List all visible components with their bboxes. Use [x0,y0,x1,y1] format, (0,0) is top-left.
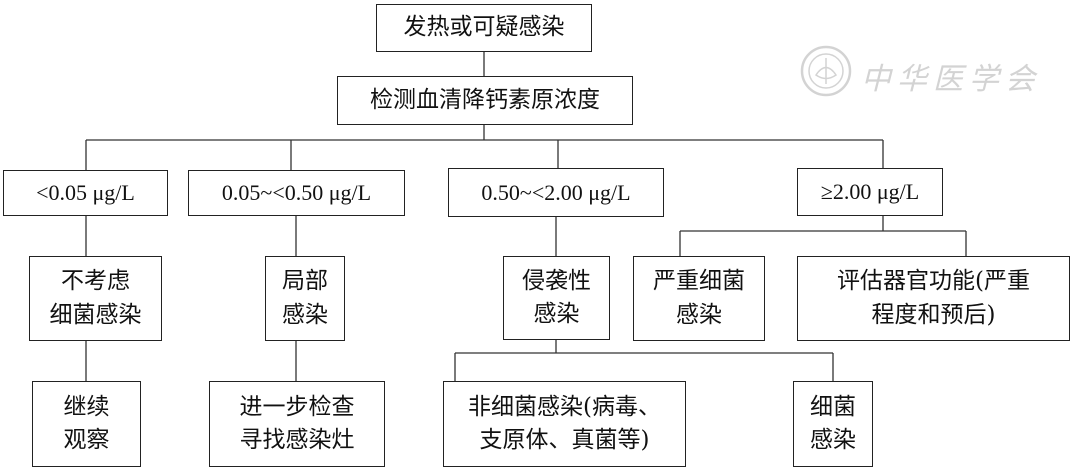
local-infection-node: 局部 感染 [265,256,345,341]
range-node-mid-high: 0.50~<2.00 μg/L [448,168,664,217]
continue-observe-node: 继续 观察 [32,381,141,467]
association-seal-icon [800,45,852,97]
watermark: 中华医学会 [795,40,1055,102]
range-node-high: ≥2.00 μg/L [797,168,943,216]
severe-bacterial-infection-node: 严重细菌 感染 [633,256,765,341]
test-node: 检测血清降钙素原浓度 [337,76,633,125]
range-node-mid-low: 0.05~<0.50 μg/L [188,170,405,216]
invasive-infection-node: 侵袭性 感染 [503,256,610,340]
further-exam-node: 进一步检查 寻找感染灶 [209,381,385,467]
non-bacterial-infection-node: 非细菌感染(病毒、 支原体、真菌等) [443,381,686,467]
watermark-text: 中华医学会 [861,62,1041,97]
organ-function-node: 评估器官功能(严重 程度和预后) [797,256,1070,341]
no-bacterial-infection-node: 不考虑 细菌感染 [29,256,162,341]
bacterial-infection-node: 细菌 感染 [793,381,873,467]
root-node: 发热或可疑感染 [376,4,592,52]
range-node-low: <0.05 μg/L [3,170,168,216]
